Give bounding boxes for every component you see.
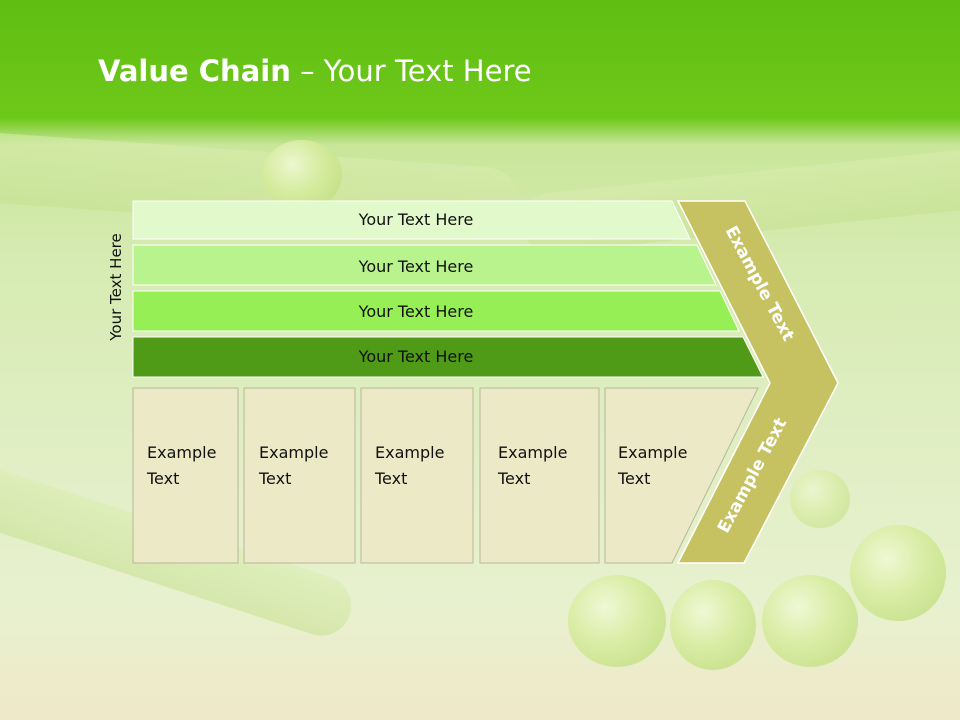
box-2-line1: Example (259, 443, 328, 462)
band-3: Your Text Here (132, 290, 740, 332)
box-3-line1: Example (375, 443, 444, 462)
band-1-shape (132, 200, 691, 240)
reflection-text-3: Example (259, 664, 328, 683)
band-1: Your Text Here (132, 200, 691, 240)
box-1-shape (132, 387, 239, 564)
box-1-line1: Example (147, 443, 216, 462)
reflection-text-1: Example (147, 664, 216, 683)
box-2-shape (243, 387, 356, 564)
reflection-text-8: Text (497, 638, 530, 657)
pea-shape (850, 525, 946, 621)
band-1-label: Your Text Here (358, 210, 474, 229)
band-2-shape (132, 244, 717, 286)
box-4: Example Text (479, 387, 600, 564)
title-bar: Value Chain – Your Text Here (0, 0, 960, 128)
band-2: Your Text Here (132, 244, 717, 286)
box-4-line1: Example (498, 443, 567, 462)
box-2: Example Text (243, 387, 356, 564)
reflection-text-4: Text (258, 638, 291, 657)
band-4-shape (132, 336, 764, 378)
slide-title-rest: – Your Text Here (290, 54, 532, 88)
reflection-text-10: Text (617, 638, 650, 657)
box-3-line2: Text (374, 469, 407, 488)
slide-title-bold: Value Chain (98, 54, 291, 88)
box-4-shape (479, 387, 600, 564)
box-1: Example Text (132, 387, 239, 564)
box-4-line2: Text (497, 469, 530, 488)
box-3: Example Text (360, 387, 474, 564)
box-5-line1: Example (618, 443, 687, 462)
reflection-text-5: Example (375, 664, 444, 683)
pea-shape (790, 470, 850, 528)
band-4-label: Your Text Here (358, 347, 474, 366)
pea-shape (262, 140, 342, 210)
band-4: Your Text Here (132, 336, 764, 378)
reflection-text-9: Example (618, 664, 687, 683)
band-3-label: Your Text Here (358, 302, 474, 321)
box-2-line2: Text (258, 469, 291, 488)
box-5: Example Text (604, 387, 759, 564)
reflection-text-7: Example (498, 664, 567, 683)
band-3-shape (132, 290, 740, 332)
band-2-label: Your Text Here (358, 257, 474, 276)
reflection-text-2: Text (146, 638, 179, 657)
reflection-text-6: Text (374, 638, 407, 657)
box-1-line2: Text (146, 469, 179, 488)
box-5-line2: Text (617, 469, 650, 488)
reflection: Example Text Example Text Example Text E… (132, 562, 800, 720)
slide-title: Value Chain – Your Text Here (98, 54, 532, 88)
